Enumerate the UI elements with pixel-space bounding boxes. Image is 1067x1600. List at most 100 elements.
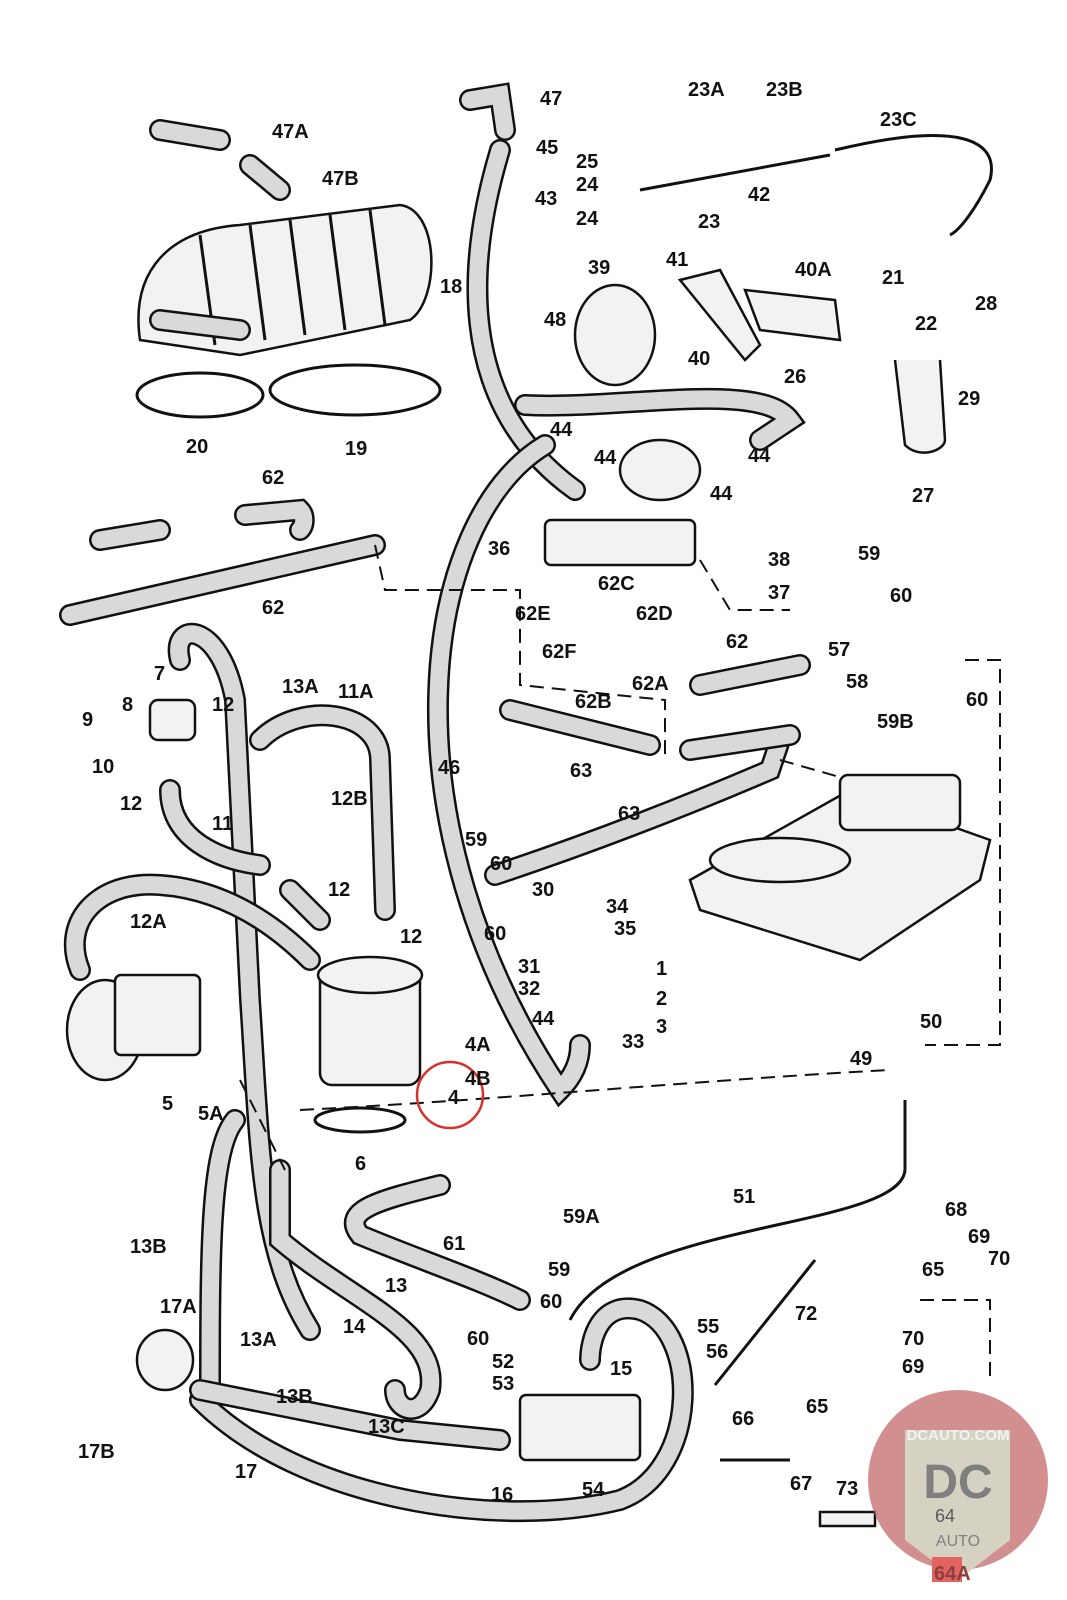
regulator-7 [148,698,197,742]
part-label-47: 47 [540,88,562,110]
part-label-65: 65 [806,1396,828,1418]
part-label-13a: 13A [282,676,319,698]
assembly-line [239,544,1001,1380]
part-label-9: 9 [82,709,93,731]
part-label-59: 59 [465,829,487,851]
part-label-50: 50 [920,1011,942,1033]
parts-drawing [59,82,1001,1528]
part-label-73: 73 [836,1478,858,1500]
hose-8 [66,876,319,979]
part-label-10: 10 [92,756,114,778]
part-label-62: 62 [262,467,284,489]
hose-5 [271,1161,440,1418]
part-label-44: 44 [532,1008,555,1030]
part-label-37: 37 [768,582,790,604]
part-label-62: 62 [262,597,284,619]
spring-73 [818,1510,877,1528]
part-label-60: 60 [966,689,988,711]
part-label-17b: 17B [78,1441,115,1463]
part-label-47a: 47A [272,121,309,143]
hose-17 [281,881,329,929]
hose-13 [691,656,809,694]
part-label-17a: 17A [160,1296,197,1318]
part-label-25: 25 [576,151,598,173]
part-label-60: 60 [540,1291,562,1313]
part-label-16: 16 [491,1484,513,1506]
part-label-13: 13 [385,1275,407,1297]
valve-36 [543,518,697,567]
fuel-pump-54 [518,1393,642,1462]
part-label-12b: 12B [331,788,368,810]
damper-17a [135,1328,195,1392]
part-label-40: 40 [688,348,710,370]
part-label-62b: 62B [575,691,612,713]
air-flow-sensor [708,836,852,884]
part-label-22: 22 [915,313,937,335]
part-label-60: 60 [890,585,912,607]
vacuum-unit-39 [573,283,657,387]
part-label-19: 19 [345,438,367,460]
logo-monogram: DC [923,1456,992,1509]
part-label-44: 44 [594,447,617,469]
logo-shield [905,1430,1010,1580]
part-label-60: 60 [484,923,506,945]
part-label-12: 12 [328,879,350,901]
logo-sub: AUTO [936,1533,980,1550]
part-label-3: 3 [656,1016,667,1038]
clamp-20 [135,371,265,419]
part-label-44: 44 [550,419,573,441]
part-label-39: 39 [588,257,610,279]
part-label-52: 52 [492,1351,514,1373]
watermark-logo: DCAUTO.COM DC 64 AUTO 64A [868,1390,1048,1585]
part-label-57: 57 [828,639,850,661]
part-label-12: 12 [212,694,234,716]
hose-2 [170,625,319,1339]
part-label-67: 67 [790,1473,812,1495]
fuel-line-51 [568,1100,907,1321]
part-label-63: 63 [570,760,592,782]
part-label-33: 33 [622,1031,644,1053]
part-label-46: 46 [438,757,460,779]
part-label-2: 2 [656,988,667,1010]
part-label-63: 63 [618,803,640,825]
part-label-40a: 40A [795,259,832,281]
part-label-4: 4 [448,1087,460,1109]
part-label-24: 24 [576,174,599,196]
part-label-29: 29 [958,388,980,410]
part-label-23: 23 [698,211,720,233]
part-label-55: 55 [697,1316,719,1338]
hose-4 [191,1299,692,1520]
part-label-35: 35 [614,918,636,940]
part-label-62a: 62A [632,673,669,695]
hose-20 [241,156,289,199]
part-label-49: 49 [850,1048,872,1070]
part-label-70: 70 [902,1328,924,1350]
part-label-62: 62 [726,631,748,653]
part-label-12: 12 [120,793,142,815]
part-label-69: 69 [902,1356,924,1378]
part-label-65: 65 [922,1259,944,1281]
part-label-51: 51 [733,1186,755,1208]
part-label-64: 64 [935,1506,955,1526]
part-label-62d: 62D [636,603,673,625]
hose-21 [151,121,229,149]
clamp-27 [893,359,947,454]
hose-1 [429,436,589,1104]
part-label-13c: 13C [368,1416,405,1438]
part-label-42: 42 [748,184,770,206]
part-label-11a: 11A [338,681,374,703]
hose-15 [191,1381,509,1449]
part-label-38: 38 [768,549,790,571]
part-label-13b: 13B [130,1236,167,1258]
part-label-59: 59 [548,1259,570,1281]
part-label-59b: 59B [877,711,914,733]
part-label-44: 44 [710,483,733,505]
boot-ribs [198,209,387,346]
hose-7 [251,706,394,919]
part-label-62e: 62E [515,603,551,625]
part-label-6: 6 [355,1153,366,1175]
part-label-4b: 4B [465,1068,491,1090]
distributor-cap [113,973,202,1057]
